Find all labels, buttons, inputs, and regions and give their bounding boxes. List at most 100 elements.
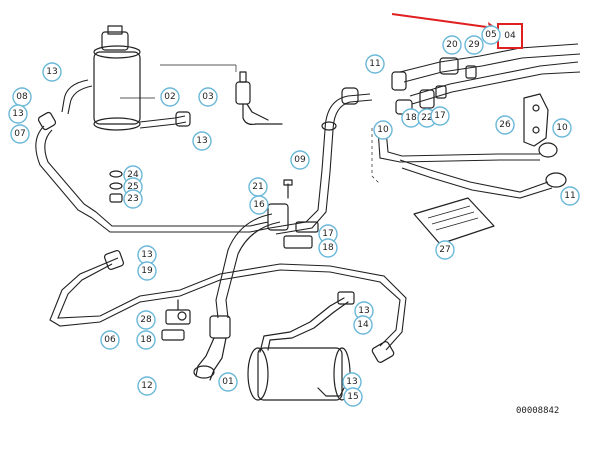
callout-label: 27 <box>439 245 450 255</box>
callout-circle <box>435 240 455 260</box>
pipe-dryer-to-condenser <box>91 111 271 233</box>
callout-circle <box>218 372 238 392</box>
callout-circle <box>42 62 62 82</box>
callout-circle <box>137 376 157 396</box>
callout-circle <box>192 131 212 151</box>
washers-23-25 <box>109 170 123 203</box>
callout-circle <box>464 35 484 55</box>
callout-circle <box>10 124 30 144</box>
callout-circle <box>100 330 120 350</box>
callout-label: 13 <box>46 67 57 77</box>
callout-label: 15 <box>347 392 358 402</box>
dashed-outline <box>371 128 381 185</box>
callout-label: 18 <box>322 243 334 253</box>
callout-circle <box>430 106 450 126</box>
callout-08: 08 <box>12 87 32 107</box>
callout-label: 19 <box>141 266 153 276</box>
callout-13: 13 <box>42 62 62 82</box>
callout-10: 10 <box>552 118 572 138</box>
info-card-27 <box>413 197 495 245</box>
callout-13: 13 <box>137 245 157 265</box>
callout-label: 11 <box>564 191 575 201</box>
callout-circle <box>136 330 156 350</box>
callout-label: 18 <box>405 113 417 123</box>
callout-05: 05 <box>481 25 501 45</box>
callout-label: 12 <box>141 381 152 391</box>
callout-16: 16 <box>249 195 269 215</box>
callout-29: 29 <box>464 35 484 55</box>
bracket-26 <box>523 93 549 147</box>
callout-label: 01 <box>222 377 233 387</box>
callout-circle <box>198 87 218 107</box>
callout-18: 18 <box>401 108 421 128</box>
callout-circle <box>353 315 373 335</box>
pipes-04-05 <box>377 43 581 199</box>
callout-label: 18 <box>140 335 152 345</box>
callout-07: 07 <box>10 124 30 144</box>
callout-label: 13 <box>358 306 369 316</box>
callout-03: 03 <box>198 87 218 107</box>
receiver-dryer <box>93 25 155 131</box>
callout-13: 13 <box>192 131 212 151</box>
callout-11: 11 <box>560 186 580 206</box>
callout-label: 08 <box>16 92 28 102</box>
callout-19: 19 <box>137 261 157 281</box>
callout-label: 03 <box>202 92 213 102</box>
callout-12: 12 <box>137 376 157 396</box>
callout-04: 04 <box>504 31 516 41</box>
callout-circle <box>160 87 180 107</box>
callout-circle <box>136 310 156 330</box>
callout-label: 05 <box>485 30 496 40</box>
catalog-number: 00008842 <box>516 406 559 416</box>
callout-circle <box>137 261 157 281</box>
callout-label: 29 <box>468 40 480 50</box>
callout-label: 14 <box>357 320 369 330</box>
callout-label: 07 <box>14 129 25 139</box>
pressure-switch <box>160 64 283 125</box>
callout-circle <box>290 150 310 170</box>
bracket-28 <box>161 299 191 341</box>
callout-label: 10 <box>556 123 568 133</box>
callout-18: 18 <box>318 238 338 258</box>
callout-label: 21 <box>252 182 263 192</box>
callout-14: 14 <box>353 315 373 335</box>
callout-10: 10 <box>373 120 393 140</box>
callout-circle <box>343 387 363 407</box>
callout-label: 22 <box>421 113 432 123</box>
callout-15: 15 <box>343 387 363 407</box>
callout-label: 11 <box>369 59 380 69</box>
callout-label: 13 <box>196 136 207 146</box>
callout-circle <box>481 25 501 45</box>
callout-label: 23 <box>127 194 138 204</box>
callout-02: 02 <box>160 87 180 107</box>
callout-13: 13 <box>8 104 28 124</box>
callout-circle <box>249 195 269 215</box>
callout-label: 26 <box>499 120 511 130</box>
hose-06 <box>49 249 407 363</box>
callout-circle <box>560 186 580 206</box>
callout-label: 25 <box>127 182 138 192</box>
callout-01: 01 <box>218 372 238 392</box>
callout-circle <box>123 189 143 209</box>
callout-label: 02 <box>164 92 175 102</box>
callout-circle <box>365 54 385 74</box>
callout-label: 17 <box>434 111 445 121</box>
callout-circle <box>318 238 338 258</box>
callout-circle <box>8 104 28 124</box>
callout-circle <box>495 115 515 135</box>
callout-label: 13 <box>141 250 152 260</box>
callout-20: 20 <box>442 35 462 55</box>
callout-26: 26 <box>495 115 515 135</box>
hose-16-to-compressor <box>193 203 289 381</box>
callout-label: 17 <box>322 229 333 239</box>
callout-label: 04 <box>504 31 516 41</box>
callout-label: 13 <box>346 377 357 387</box>
callout-18: 18 <box>136 330 156 350</box>
callout-label: 06 <box>104 335 116 345</box>
callout-21: 21 <box>248 177 268 197</box>
callout-06: 06 <box>100 330 120 350</box>
callout-label: 24 <box>127 170 139 180</box>
callout-label: 10 <box>377 125 389 135</box>
callout-label: 09 <box>294 155 306 165</box>
